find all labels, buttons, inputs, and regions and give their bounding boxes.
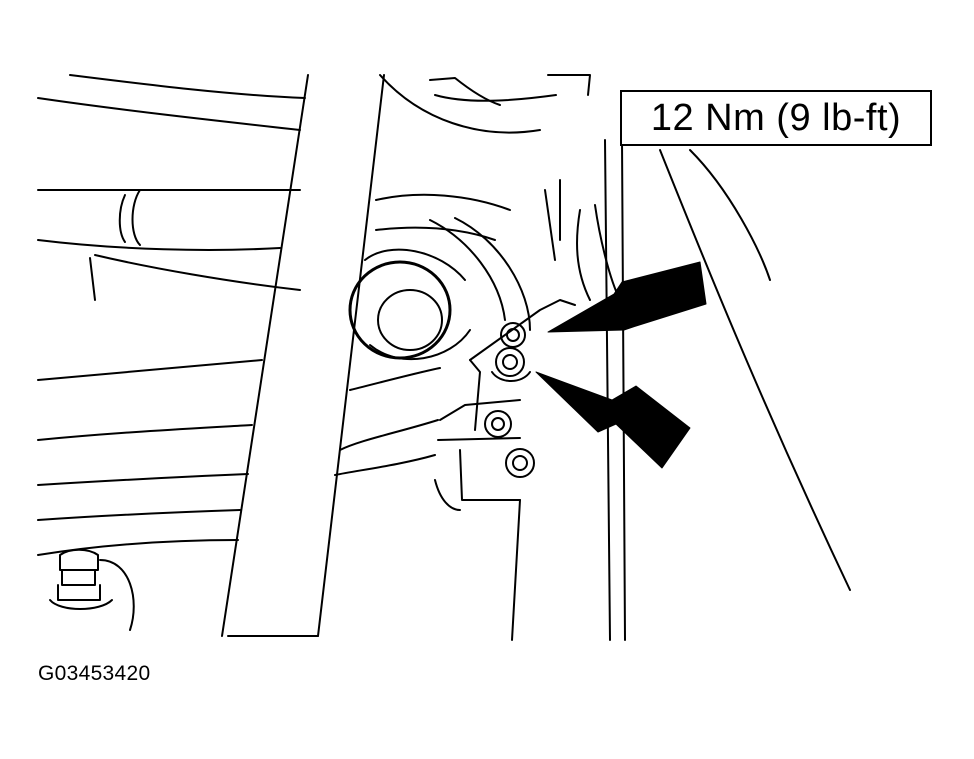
bolt-lower-right <box>505 448 535 478</box>
upper-hose <box>37 74 306 251</box>
arrow-upper-icon <box>547 261 707 333</box>
torque-spec-text: 12 Nm (9 lb-ft) <box>650 96 902 139</box>
right-panel <box>544 139 851 641</box>
mounting-bracket <box>434 299 576 641</box>
lower-hose <box>37 254 301 556</box>
diagonal-strut <box>221 74 385 637</box>
bolt-lower-left <box>484 410 512 438</box>
arrow-lower-icon <box>535 371 691 469</box>
engine-housing <box>334 74 591 476</box>
torque-spec-callout: 12 Nm (9 lb-ft) <box>620 90 932 146</box>
bolt-upper <box>500 322 526 348</box>
figure-id-label: G03453420 <box>38 662 151 685</box>
bolt-middle <box>491 347 531 382</box>
hex-bolt-bottom-left <box>49 548 135 631</box>
